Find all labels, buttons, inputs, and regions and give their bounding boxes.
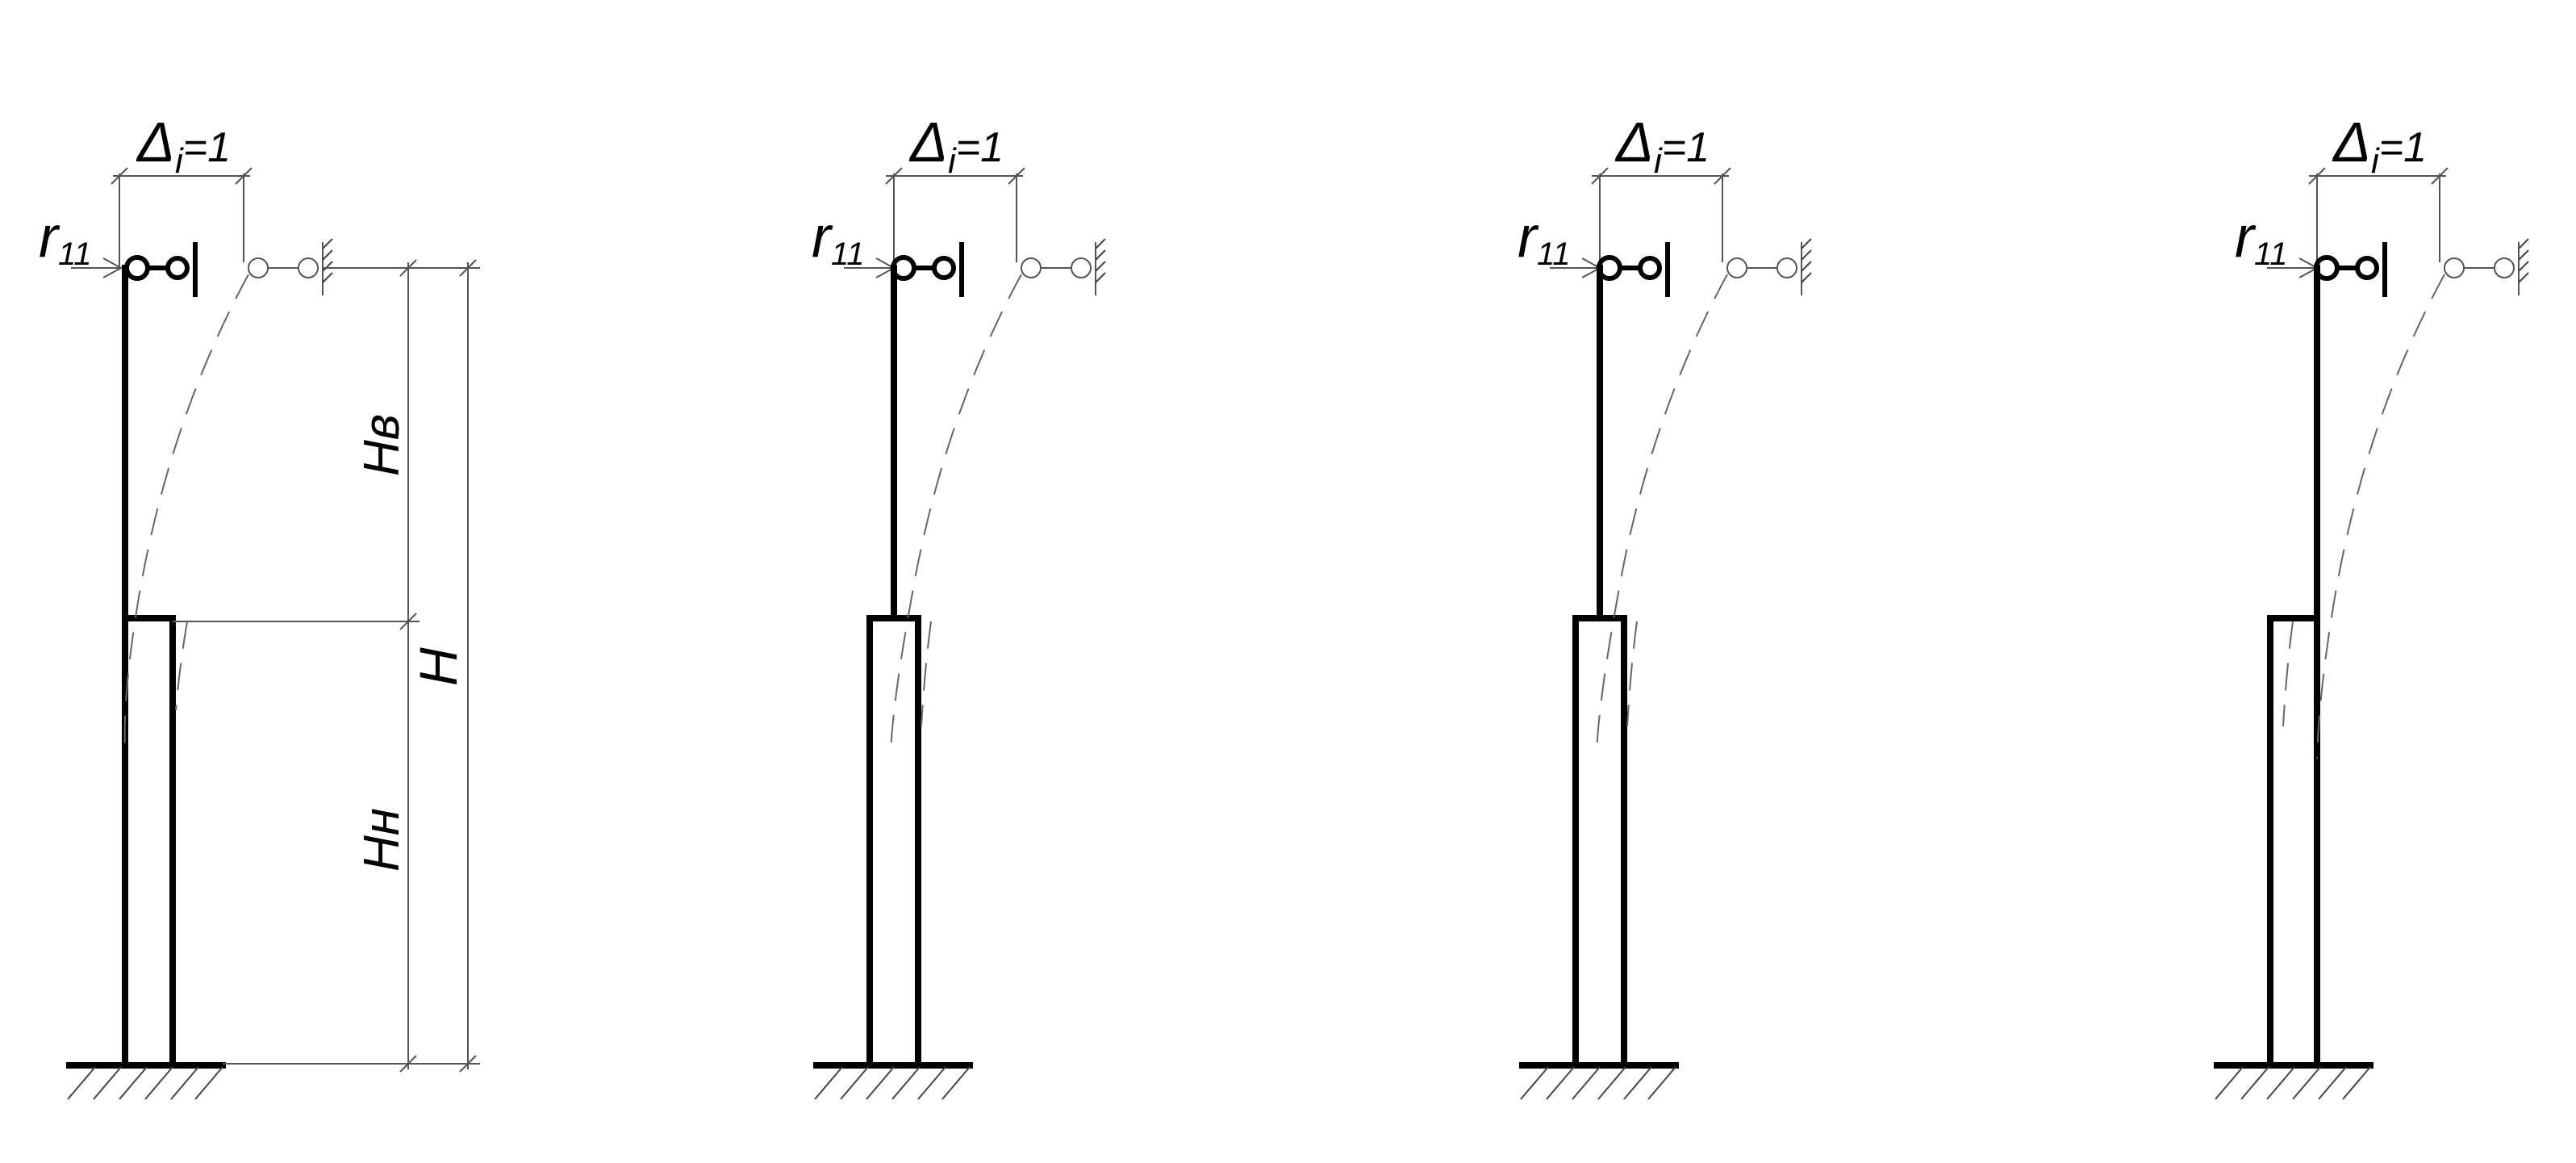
height-lower-label: Hн — [354, 808, 410, 872]
top-support — [2314, 242, 2387, 297]
force-label: r11 — [39, 205, 92, 272]
displaced-support — [1021, 238, 1106, 295]
delta-value: =1 — [183, 124, 231, 171]
force-label: r11 — [2235, 205, 2288, 272]
delta-symbol: Δ — [1614, 111, 1654, 174]
delta-label: Δi=1 — [2332, 111, 2427, 181]
deflected-lower — [2282, 621, 2294, 727]
column-frame-3: Δi=1 r11 — [1518, 111, 1812, 1100]
delta-symbol: Δ — [908, 111, 948, 174]
force-arrow — [71, 257, 123, 278]
deflected-lower — [175, 621, 188, 711]
deflected-shape — [890, 274, 1022, 751]
delta-value: =1 — [1662, 124, 1710, 171]
displaced-support — [2444, 238, 2529, 295]
delta-symbol: Δ — [2332, 111, 2371, 174]
delta-dimension — [1591, 167, 1731, 266]
delta-value: =1 — [2379, 124, 2427, 171]
column-frame-2: Δi=1 r11 — [812, 111, 1106, 1100]
fixed-base — [66, 1062, 226, 1100]
delta-label: Δi=1 — [136, 111, 231, 181]
force-subscript: 11 — [2254, 236, 2288, 272]
top-support — [124, 242, 198, 297]
column-body — [1572, 265, 1627, 1069]
column-frame-4: Δi=1 r11 — [2214, 111, 2529, 1100]
deflected-lower — [921, 621, 932, 727]
top-support — [891, 242, 964, 297]
column-body — [2267, 265, 2320, 1069]
force-label: r11 — [812, 205, 865, 272]
delta-symbol: Δ — [136, 111, 175, 174]
force-subscript: 11 — [58, 236, 92, 272]
delta-subscript: i — [175, 141, 184, 181]
force-symbol: r — [2235, 205, 2257, 270]
delta-value: =1 — [956, 124, 1004, 171]
force-symbol: r — [39, 205, 61, 270]
delta-subscript: i — [1654, 141, 1663, 181]
deflected-shape — [2316, 274, 2445, 759]
deflected-lower — [1626, 621, 1638, 727]
delta-dimension — [111, 167, 253, 266]
delta-dimension — [2308, 167, 2449, 266]
height-dimensions — [173, 259, 480, 1073]
force-subscript: 11 — [831, 236, 865, 272]
delta-dimension — [885, 167, 1025, 266]
force-label: r11 — [1518, 205, 1571, 272]
displaced-support — [248, 238, 333, 295]
fixed-base — [813, 1062, 973, 1100]
delta-subscript: i — [2371, 141, 2380, 181]
displaced-support — [1726, 238, 1812, 295]
height-total-label: H — [408, 647, 468, 686]
delta-label: Δi=1 — [908, 111, 1004, 181]
fixed-base — [1519, 1062, 1679, 1100]
fixed-base — [2214, 1062, 2374, 1100]
deflected-shape — [1596, 274, 1728, 751]
force-subscript: 11 — [1537, 236, 1571, 272]
column-body — [122, 265, 176, 1069]
column-frame-1: Δi=1 r11 — [39, 111, 480, 1100]
top-support — [1597, 242, 1670, 297]
force-symbol: r — [812, 205, 833, 270]
force-symbol: r — [1518, 205, 1539, 270]
height-upper-label: Hв — [354, 414, 410, 476]
column-body — [866, 265, 921, 1069]
delta-subscript: i — [948, 141, 957, 181]
deflected-shape — [123, 274, 249, 751]
delta-label: Δi=1 — [1614, 111, 1710, 181]
